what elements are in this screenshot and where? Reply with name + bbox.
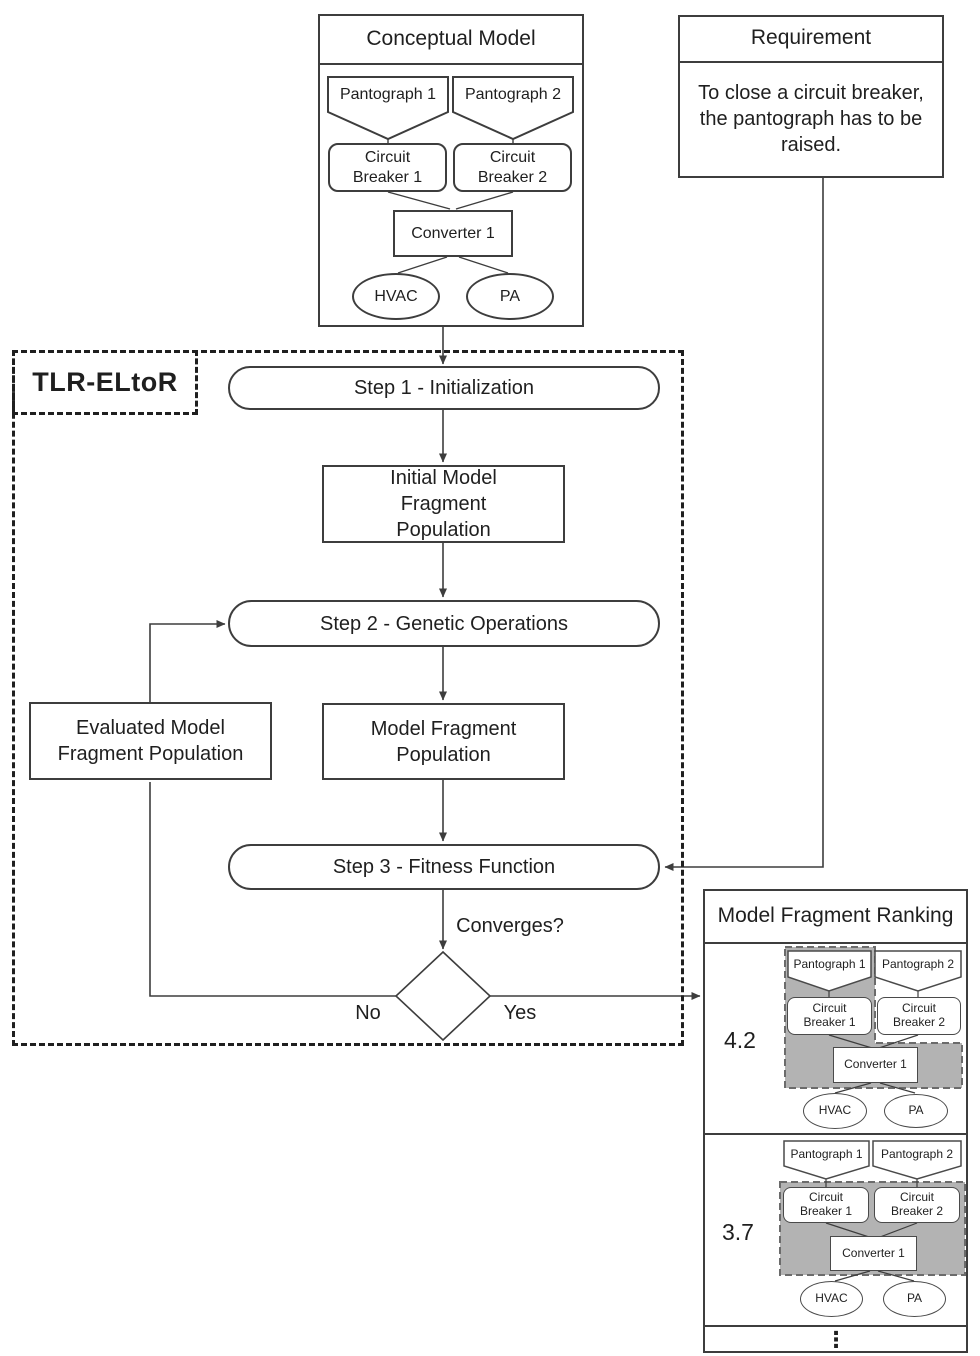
decision-yes-label: Yes: [503, 1002, 537, 1024]
fragment-population-label: Model Fragment Population: [370, 717, 517, 766]
ranking-row2-pantograph1-shape: [783, 1140, 870, 1180]
arrow-requirement-to-step3: [664, 178, 824, 871]
connector-line: [834, 1082, 872, 1094]
ranking-row2-circuit-breaker2-label: Circuit Breaker 2: [890, 1190, 944, 1218]
ranking-row1-pantograph2-label: Pantograph 2: [881, 957, 955, 972]
ranking-row2-score: 3.7: [722, 1218, 754, 1245]
tlr-eltor-label: TLR-ELtoR: [32, 367, 178, 397]
model-fragment-ranking-box: [703, 889, 968, 1353]
connector-line: [825, 1222, 870, 1238]
circuit-breaker1-label: Circuit Breaker 1: [352, 149, 423, 186]
decision-question-label: Converges?: [456, 915, 564, 937]
ranking-row1-pantograph2-shape: [874, 950, 962, 992]
evaluated-population-label: Evaluated Model Fragment Population: [57, 717, 244, 765]
connector-line: [828, 1034, 873, 1049]
initial-population-node: Initial Model Fragment Population: [322, 465, 565, 543]
connector-line: [834, 1270, 871, 1282]
initial-population-label: Initial Model Fragment Population: [390, 467, 497, 541]
ranking-row-divider: [705, 1325, 966, 1327]
circuit-breaker2-node: Circuit Breaker 2: [453, 143, 572, 192]
ranking-row1-pantograph1-shape: [787, 950, 872, 992]
arrow-evaluated-population-to-step2: [149, 620, 226, 702]
ranking-row2-pantograph1-label: Pantograph 1: [790, 1146, 863, 1161]
ranking-row2-pantograph2-label: Pantograph 2: [880, 1146, 954, 1161]
tlr-eltor-process-frame: [12, 350, 684, 1046]
connector-line: [878, 1034, 919, 1049]
ranking-row1-circuit-breaker2-label: Circuit Breaker 2: [892, 1001, 946, 1029]
requirement-header-divider: [680, 61, 942, 63]
circuit-breaker2-label: Circuit Breaker 2: [477, 149, 548, 186]
connector-line: [879, 1222, 918, 1238]
connector-line: [458, 256, 509, 274]
conceptual-model-box: [318, 14, 584, 327]
ranking-row1-pantograph1-label: Pantograph 1: [793, 957, 866, 972]
ranking-row1-circuit-breaker1-node: Circuit Breaker 1: [787, 997, 872, 1035]
pantograph2-shape: [452, 76, 574, 141]
conceptual-model-title: Conceptual Model: [366, 26, 536, 50]
step2-node: Step 2 - Genetic Operations: [228, 600, 660, 647]
ranking-row2-converter1-node: Converter 1: [830, 1236, 917, 1271]
ranking-row1-pa-node: PA: [884, 1094, 948, 1128]
ranking-row2-hvac-node: HVAC: [800, 1281, 863, 1317]
decision-no-label: No: [355, 1002, 381, 1024]
model-fragment-ranking-title: Model Fragment Ranking: [717, 903, 954, 927]
ranking-more-indicator: ⋮: [825, 1327, 847, 1353]
line-decision-no-to-evaluated-population: [149, 782, 396, 997]
step3-node: Step 3 - Fitness Function: [228, 844, 660, 890]
fragment-population-node: Model Fragment Population: [322, 703, 565, 780]
decision-diamond: [394, 950, 492, 1042]
hvac-node: HVAC: [352, 273, 440, 320]
ranking-row-divider: [705, 1133, 966, 1135]
requirement-box: [678, 15, 944, 178]
ranking-row2-pantograph2-shape: [872, 1140, 962, 1180]
ranking-row1-hvac-node: HVAC: [803, 1093, 867, 1129]
connector-line: [387, 191, 451, 210]
tlr-eltor-label-box: [12, 350, 198, 415]
pantograph1-shape: [327, 76, 449, 141]
ranking-row2-circuit-breaker1-label: Circuit Breaker 1: [799, 1190, 853, 1218]
pantograph2-label: Pantograph 2: [464, 86, 562, 104]
ranking-row2-circuit-breaker2-node: Circuit Breaker 2: [874, 1187, 960, 1223]
circuit-breaker1-node: Circuit Breaker 1: [328, 143, 447, 192]
evaluated-population-node: Evaluated Model Fragment Population: [29, 702, 272, 780]
ranking-header-divider: [705, 942, 966, 944]
converter1-node: Converter 1: [393, 210, 513, 257]
step1-node: Step 1 - Initialization: [228, 366, 660, 410]
connector-line: [879, 1082, 916, 1094]
ranking-row1-converter1-node: Converter 1: [833, 1047, 918, 1083]
ranking-row1-circuit-breaker1-label: Circuit Breaker 1: [803, 1001, 856, 1029]
connector-line: [455, 191, 514, 210]
connector-line: [877, 1270, 915, 1282]
ranking-row2-pa-node: PA: [883, 1281, 946, 1317]
conceptual-model-header-divider: [320, 63, 582, 65]
requirement-title: Requirement: [750, 26, 872, 49]
pa-node: PA: [466, 273, 554, 320]
ranking-row1-score: 4.2: [724, 1026, 756, 1053]
connector-line: [397, 256, 448, 274]
ranking-row2-circuit-breaker1-node: Circuit Breaker 1: [783, 1187, 869, 1223]
requirement-text: To close a circuit breaker, the pantogra…: [698, 82, 924, 156]
pantograph1-label: Pantograph 1: [339, 86, 437, 104]
ranking-row1-circuit-breaker2-node: Circuit Breaker 2: [877, 997, 961, 1035]
